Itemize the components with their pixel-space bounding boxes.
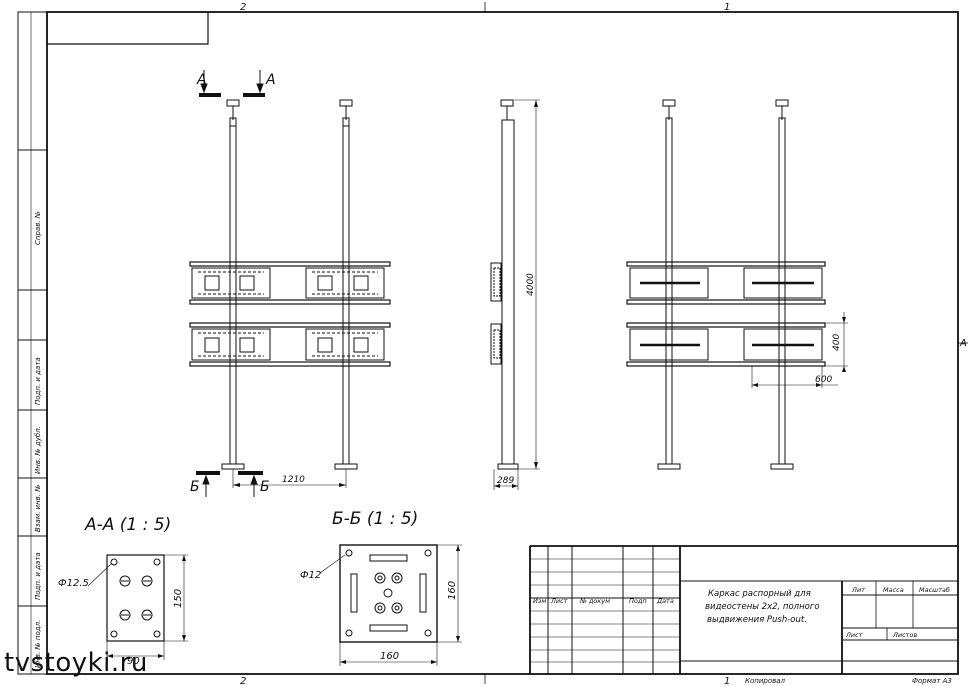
front-view [189,70,391,497]
rear-frame-upper [626,261,826,305]
section-aa-hole-label: Ф12.5 [58,578,89,589]
zone-label-right: A [959,338,967,349]
inner-frame-outer [17,11,959,675]
section-mark-b [196,471,263,497]
tb-col-sign: Подп [629,597,647,605]
section-bb-hole-label: Ф12 [300,570,321,581]
tb-sheets-label: Листов [892,631,917,639]
tb-scale-label: Масштаб [919,586,950,594]
tb-col-date: Дата [656,597,674,605]
side-stamp-replace: Взам. инв. № [34,484,42,532]
side-stamp-dup: Инв. № дубл. [34,426,42,474]
tb-col-list: Лист [550,597,568,605]
rear-frame-lower [626,322,826,367]
dim-289-label: 289 [497,476,514,486]
tb-sheet-label: Лист [845,631,863,639]
dim-4000-label: 4000 [526,273,536,296]
tb-copied-label: Копировал [745,677,786,685]
section-bb-title: Б-Б (1 : 5) [332,509,418,529]
rear-right-pole [770,99,794,470]
dim-600-label: 600 [815,375,832,385]
zone-label-top-left: 2 [240,2,246,13]
section-aa-height-label: 150 [173,589,184,608]
tb-col-izm: Изм [533,597,546,605]
section-mark-a-left-label: А [196,72,207,88]
rear-view [626,99,848,470]
section-bb-width-label: 160 [380,651,399,662]
dim-1210-label: 1210 [282,475,305,485]
side-stamp-sign2: Подп. и дата [34,552,42,600]
section-aa-title: А-А (1 : 5) [84,515,171,535]
zone-label-bottom-left: 2 [240,676,246,686]
front-frame-upper [189,261,391,305]
watermark: tvstoyki.ru [4,648,148,678]
section-mark-b-left-label: Б [190,479,200,495]
section-aa-drawing [87,554,188,660]
section-bb-drawing [319,544,462,666]
side-stamp-orig: Инв. № подл. [34,620,42,668]
section-mark-b-right-label: Б [260,479,270,495]
side-view [490,99,540,490]
title-block [529,545,958,674]
section-aa-width-label: 90 [127,656,140,667]
tb-format-label: Формат А3 [912,677,952,685]
tb-mass-label: Масса [883,586,904,594]
tb-lit-label: Лит [851,586,865,594]
front-frame-lower [189,322,391,367]
side-stamp-sign1: Подп. и дата [34,357,42,405]
section-mark-a-right-label: А [265,72,276,88]
tb-description-line2: видеостены 2х2, полного [705,602,820,612]
dim-400-label: 400 [832,334,842,351]
section-bb-height-label: 160 [447,581,458,600]
left-pole [221,99,245,470]
tb-description-line3: выдвижения Push-out. [707,615,807,625]
section-mark-a [199,70,265,97]
zone-label-bottom-right: 1 [724,676,730,686]
rear-left-pole [657,99,681,470]
dim-1210 [232,469,347,488]
side-stamp-ref: Справ. № [34,211,42,245]
tb-col-doc: № докум [579,597,610,605]
top-left-stamp [46,12,209,45]
tb-description-line1: Каркас распорный для [708,589,811,599]
zone-label-top-right: 1 [724,2,730,13]
